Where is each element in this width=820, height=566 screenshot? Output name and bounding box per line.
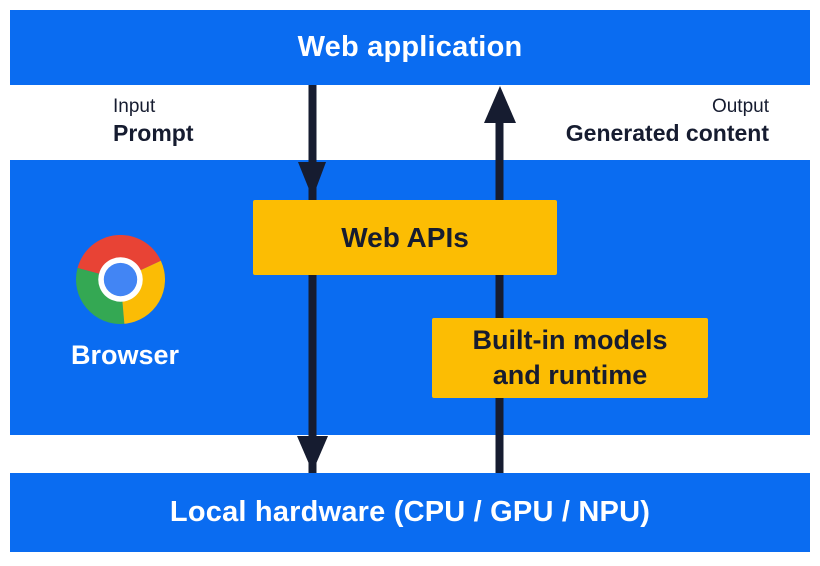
layer-web-application: Web application xyxy=(10,10,810,85)
browser-label: Browser xyxy=(70,340,180,370)
web-application-title: Web application xyxy=(297,31,523,63)
input-label: Input xyxy=(113,96,156,117)
generated-content-label: Generated content xyxy=(565,120,769,146)
builtin-models-label-line2: and runtime xyxy=(492,360,648,390)
output-label-group: Output Generated content xyxy=(566,96,769,146)
web-apis-label: Web APIs xyxy=(341,221,469,253)
web-apis-box: Web APIs xyxy=(253,200,557,275)
builtin-models-label-line1: Built-in models xyxy=(472,325,668,355)
layer-local-hardware: Local hardware (CPU / GPU / NPU) xyxy=(10,473,810,552)
prompt-label: Prompt xyxy=(113,120,194,146)
up-arrow xyxy=(484,86,516,473)
output-label: Output xyxy=(711,96,769,117)
builtin-models-box: Built-in models and runtime xyxy=(432,318,708,398)
chrome-browser-icon xyxy=(76,235,165,324)
input-label-group: Input Prompt xyxy=(113,96,194,146)
local-hardware-title: Local hardware (CPU / GPU / NPU) xyxy=(169,496,651,528)
down-arrow xyxy=(297,85,328,473)
